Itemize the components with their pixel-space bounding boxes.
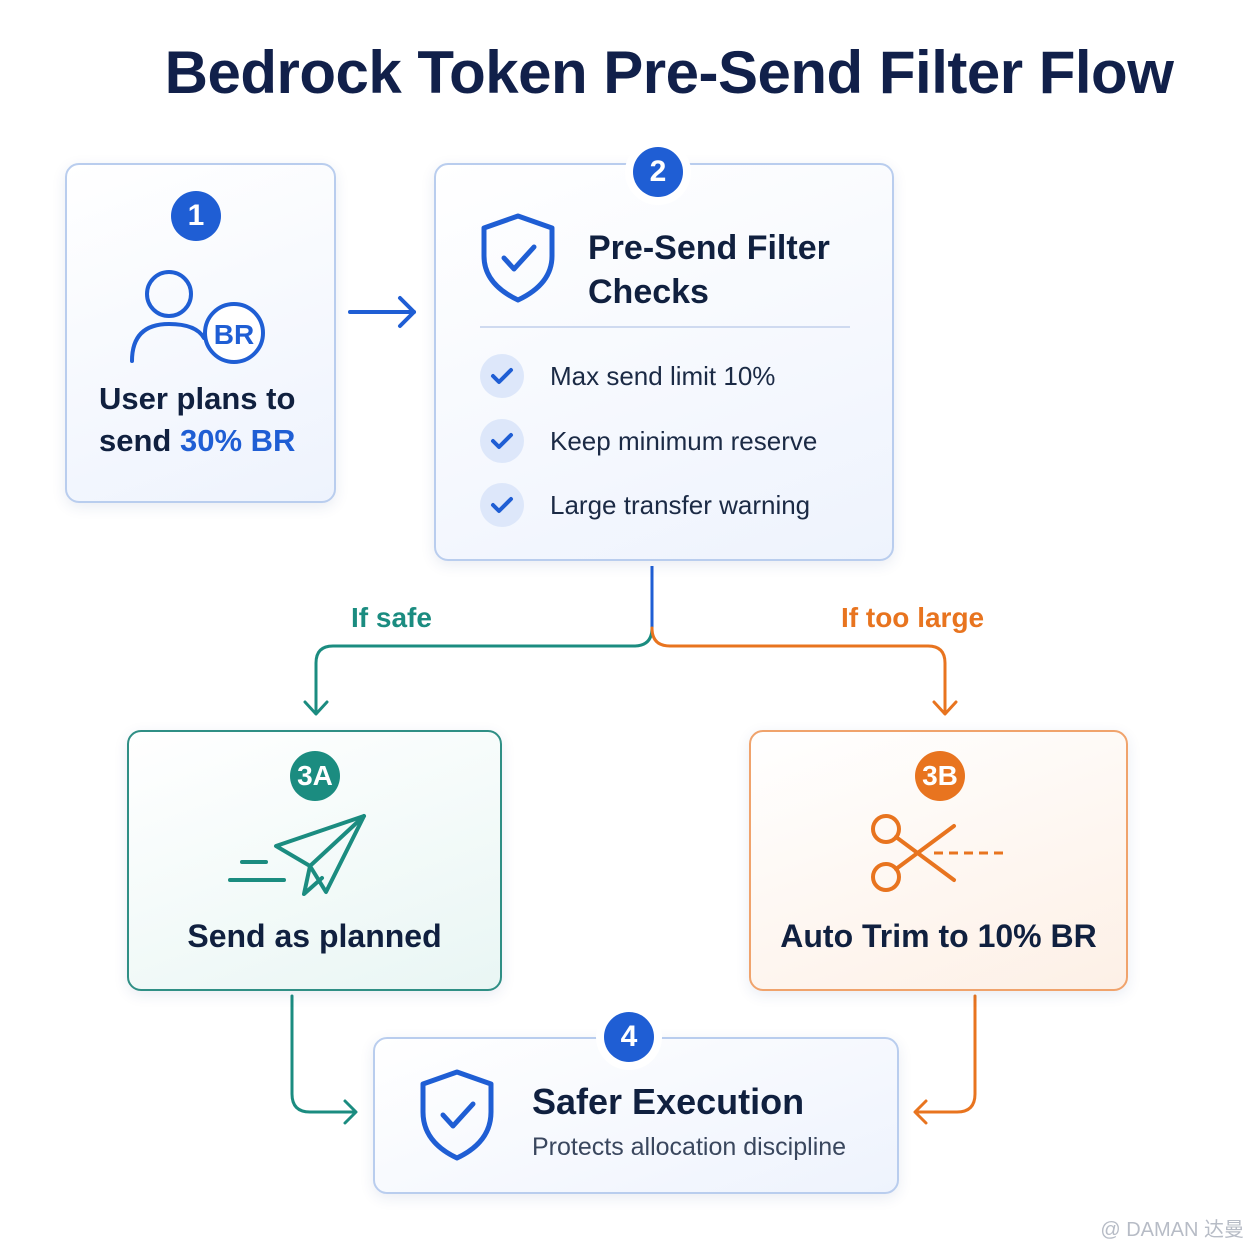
connector-safe-branch [303,626,654,716]
step3b-caption: Auto Trim to 10% BR [780,918,1097,954]
connector-3a-to-4 [290,994,358,1125]
step1-text: User plans to send 30% BR [99,378,295,462]
step1-text-line1: User plans to [99,381,296,416]
connector-too-large-branch [650,626,958,716]
step4-subtitle: Protects allocation discipline [532,1133,847,1161]
step4-badge: 4 [604,1012,654,1062]
check-label: Keep minimum reserve [550,425,818,456]
check-label: Max send limit 10% [550,360,776,391]
watermark: @ DAMAN 达曼 [1100,1219,1244,1241]
step2-divider [480,326,850,328]
check-label: Large transfer warning [550,489,811,520]
check-item: Keep minimum reserve [480,419,817,463]
coin-label: BR [214,319,254,350]
checkmark-icon [480,483,524,527]
step1-badge: 1 [171,191,221,241]
shield-check-icon [420,1069,494,1161]
checkmark-icon [480,419,524,463]
paper-plane-icon [228,814,366,896]
step1-text-line2: send 30% BR [99,420,295,462]
step4-title: Safer Execution [532,1081,805,1122]
check-item: Large transfer warning [480,483,810,527]
scissors-icon [871,814,1006,892]
user-coin-icon: BR [130,270,265,364]
step1-text-highlight: 30% BR [179,423,296,458]
page-title: Bedrock Token Pre-Send Filter Flow [164,39,1174,106]
shield-check-icon [481,213,555,303]
connector-3b-to-4 [913,994,977,1125]
step2-badge: 2 [633,147,683,197]
branch-label-too-large: If too large [841,602,985,633]
checkmark-icon [480,354,524,398]
branch-label-safe: If safe [351,602,432,633]
check-item: Max send limit 10% [480,354,775,398]
step2-title-line2: Checks [588,273,709,311]
step3b-badge: 3B [915,751,965,801]
step3a-badge: 3A [290,751,340,801]
step3a-caption: Send as planned [187,918,442,954]
step1-text-prefix: send [99,423,180,458]
step2-title-line1: Pre-Send Filter [588,229,830,267]
step2-title: Pre-Send Filter Checks [588,226,878,314]
arrow-step1-to-step2 [348,296,416,328]
